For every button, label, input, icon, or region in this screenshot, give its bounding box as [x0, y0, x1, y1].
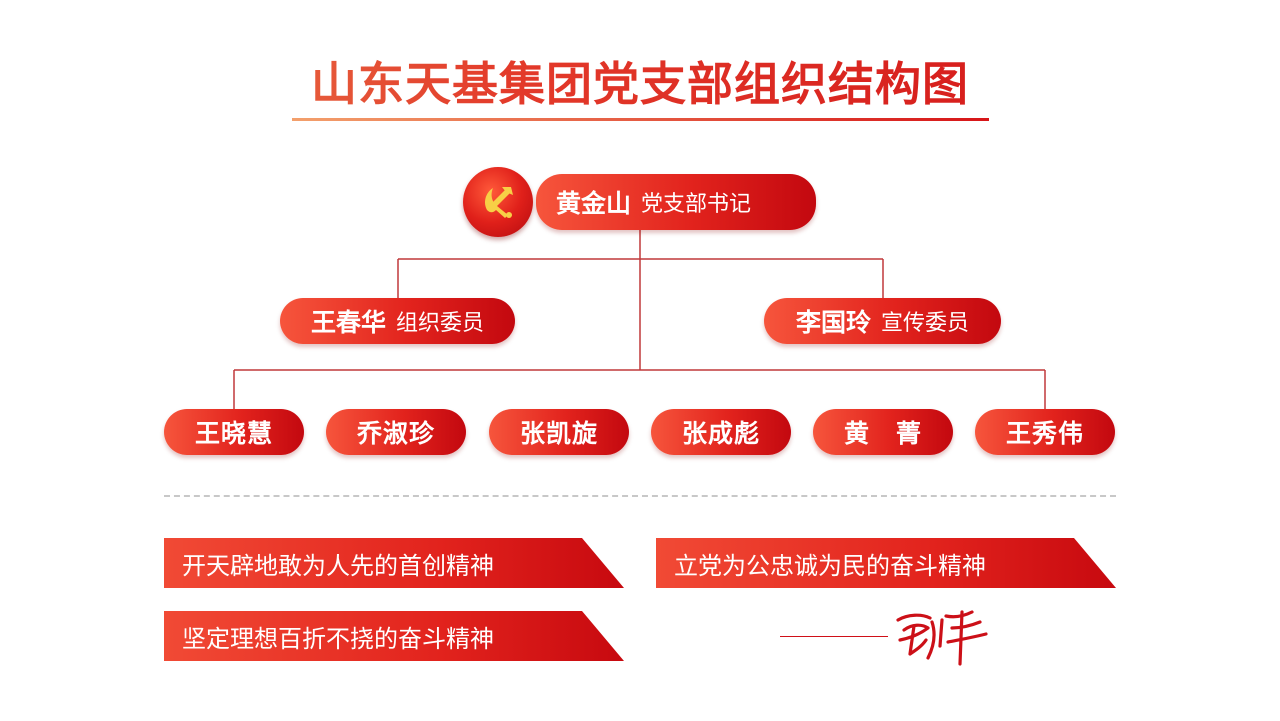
- member-node: 王晓慧: [164, 409, 304, 455]
- party-emblem-icon: [463, 167, 533, 237]
- handwritten-signature: [896, 610, 988, 666]
- member-node: 乔淑珍: [326, 409, 466, 455]
- committee-role: 宣传委员: [881, 311, 970, 336]
- committee-name: 王春华: [310, 308, 386, 337]
- member-node: 王秀伟: [975, 409, 1115, 455]
- secretary-node: 黄金山 党支部书记: [536, 174, 816, 230]
- page-title: 山东天基集团党支部组织结构图: [0, 52, 1280, 116]
- slogan-banner: 立党为公忠诚为民的奋斗精神: [656, 538, 1116, 588]
- secretary-role: 党支部书记: [641, 192, 752, 217]
- member-node: 张凯旋: [489, 409, 629, 455]
- committee-role: 组织委员: [396, 311, 485, 336]
- committee-node-publicity: 李国玲 宣传委员: [764, 298, 1001, 344]
- committee-node-organization: 王春华 组织委员: [280, 298, 515, 344]
- secretary-name: 黄金山: [556, 189, 632, 218]
- member-node: 黄 菁: [813, 409, 953, 455]
- signature-line: [780, 636, 888, 637]
- member-node: 张成彪: [651, 409, 791, 455]
- slogan-banner: 坚定理想百折不挠的奋斗精神: [164, 611, 624, 661]
- committee-name: 李国玲: [795, 308, 871, 337]
- slogan-banner: 开天辟地敢为人先的首创精神: [164, 538, 624, 588]
- title-underline: [292, 118, 989, 121]
- section-divider: [164, 495, 1116, 497]
